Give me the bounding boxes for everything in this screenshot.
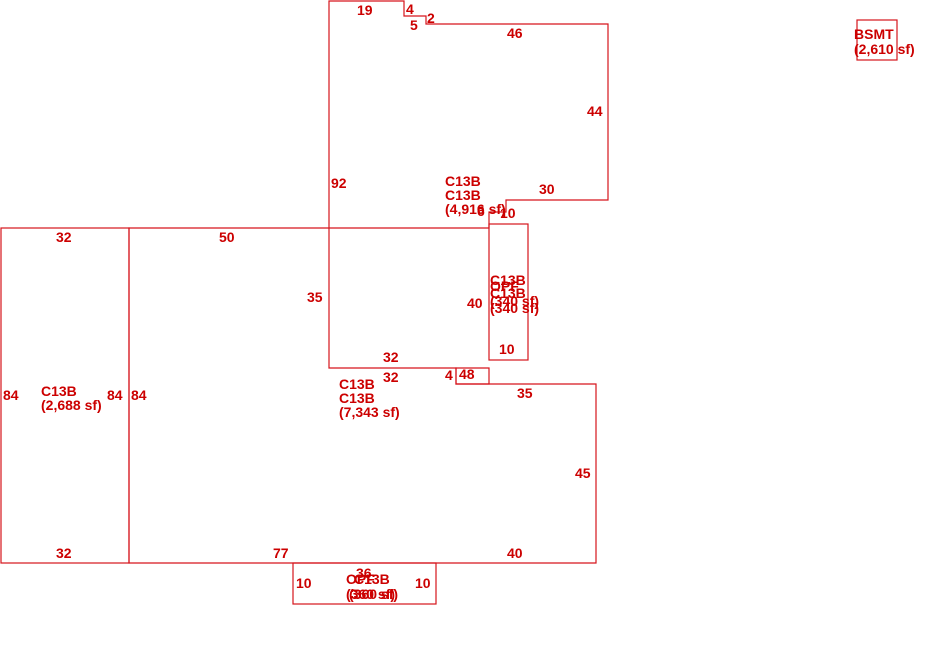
area-size-label: (2,610 sf)	[854, 41, 915, 57]
porch-outline	[292, 562, 437, 605]
area-code-label: C13B	[445, 173, 481, 189]
dimension-label: 84	[131, 387, 147, 403]
area-code-label: OPF	[490, 278, 519, 294]
area-code-label: C13B	[339, 390, 375, 406]
area-code-label: C13B	[445, 187, 481, 203]
dimension-label: 4	[406, 1, 414, 17]
dimension-label: 46	[507, 25, 523, 41]
dimension-label: 32	[383, 369, 399, 385]
dimension-label: 40	[507, 545, 523, 561]
dimension-label: 35	[517, 385, 533, 401]
west-wing-outline	[0, 227, 130, 564]
dimension-label: 19	[357, 2, 373, 18]
area-code-label: C13B	[354, 571, 390, 587]
dimension-label: 77	[273, 545, 289, 561]
dimension-label: 45	[575, 465, 591, 481]
dimension-label: 6	[477, 203, 485, 219]
area-code-label: C13B	[339, 376, 375, 392]
area-label-group: C13B C13B (4,916 sf) C13B (2,688 sf) C13…	[41, 26, 915, 602]
area-size-label: (360 sf)	[346, 586, 395, 602]
dimension-label: 35	[307, 289, 323, 305]
dimension-label: 44	[587, 103, 603, 119]
dimension-label: 10	[415, 575, 431, 591]
dimension-label: 84	[107, 387, 123, 403]
notch-outline	[455, 367, 490, 385]
dimension-label: 32	[56, 229, 72, 245]
area-code-label: C13B	[41, 383, 77, 399]
dimension-label: 30	[539, 181, 555, 197]
basement-outline	[856, 19, 898, 61]
dimension-label: 5	[410, 17, 418, 33]
area-code-label: BSMT	[854, 26, 894, 42]
area-size-label: (7,343 sf)	[339, 404, 400, 420]
dimension-label: 10	[499, 341, 515, 357]
dimension-label: 10	[500, 205, 516, 221]
dimension-label: 4	[445, 367, 453, 383]
dimension-label: 84	[3, 387, 19, 403]
area-size-label: (2,688 sf)	[41, 397, 102, 413]
area-code-label: C13B	[490, 285, 526, 301]
outline-group	[0, 0, 898, 605]
area-size-label: (340 sf)	[490, 293, 539, 309]
dimension-label: 48	[459, 366, 475, 382]
dimension-label: 36	[356, 565, 372, 581]
dimension-label-group: 19 4 5 2 46 44 92 30 6 10 35 40 10 32 32…	[3, 1, 603, 591]
dimension-label: 92	[331, 175, 347, 191]
dimension-label: 32	[56, 545, 72, 561]
dimension-label: 10	[296, 575, 312, 591]
area-code-label: OPF	[346, 571, 375, 587]
dimension-label: 2	[427, 10, 435, 26]
dimension-label: 40	[467, 295, 483, 311]
area-size-label: (360 sf)	[349, 586, 398, 602]
area-size-label: (4,916 sf)	[445, 201, 506, 217]
dimension-label: 50	[219, 229, 235, 245]
opf-annex-outline	[488, 223, 529, 361]
area-code-label: C13B	[490, 272, 526, 288]
area-size-label: (340 sf)	[490, 300, 539, 316]
dimension-label: 32	[383, 349, 399, 365]
